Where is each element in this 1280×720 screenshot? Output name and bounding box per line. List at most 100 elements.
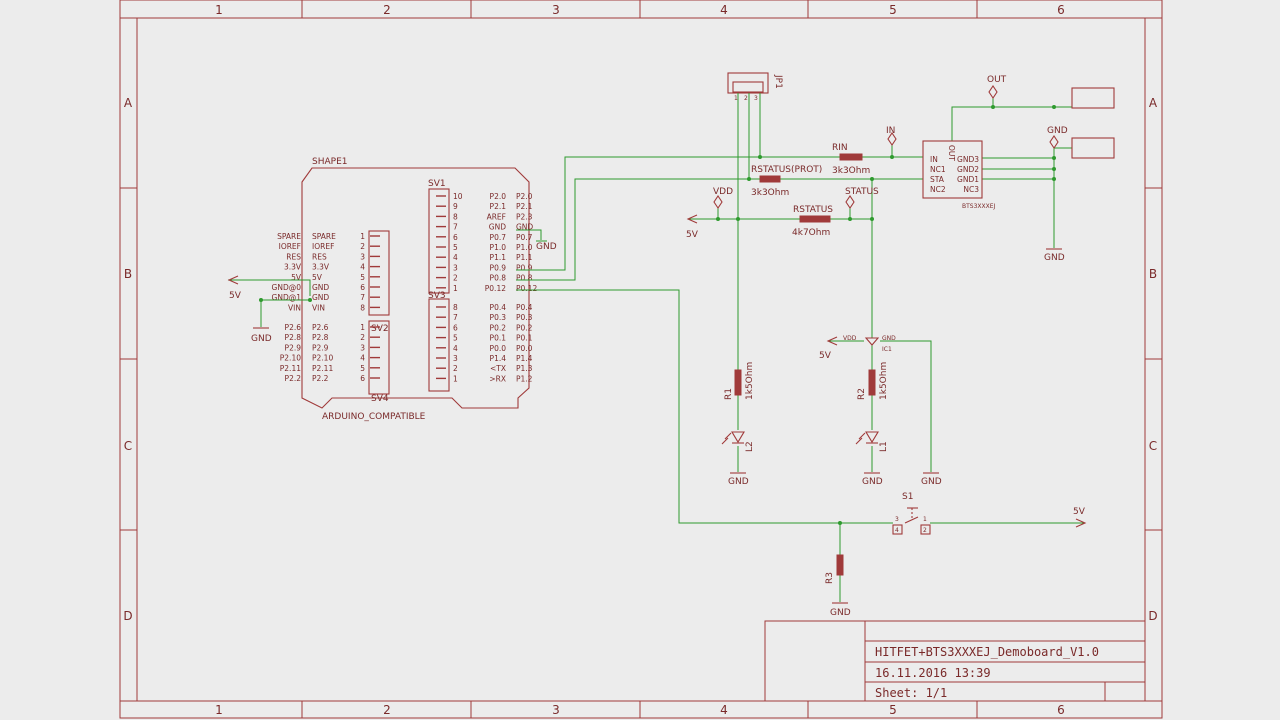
sv3-pin-number: 6 xyxy=(453,323,458,332)
sv1-outer-label: P2.3 xyxy=(516,212,533,221)
ic-pin-gnd3: GND3 xyxy=(957,155,979,164)
header-sv2[interactable]: SV2 xyxy=(368,320,390,395)
sv4-inner-label: 5V xyxy=(312,273,323,282)
sv3-inner-label: P0.4 xyxy=(490,303,507,312)
sv3-pin-rows: P0.4P0.48P0.3P0.37P0.2P0.26P0.1P0.15P0.0… xyxy=(436,303,533,383)
net-gnd-top-label: GND xyxy=(1047,126,1068,136)
ic-pin-in: IN xyxy=(930,155,938,164)
frame-col-4-top: 4 xyxy=(720,3,728,17)
sv4-name: SV4 xyxy=(371,394,389,404)
net-gnd-left[interactable]: GND xyxy=(251,327,272,344)
net-5v-mid[interactable]: 5V xyxy=(686,214,699,240)
sv1-inner-label: P0.8 xyxy=(490,274,507,283)
jp1-pin-2: 2 xyxy=(744,95,748,102)
sv3-pin-number: 1 xyxy=(453,374,458,383)
sv4-inner-label: GND xyxy=(312,293,329,302)
connector-gnd[interactable] xyxy=(1071,137,1115,159)
resistor-rin[interactable]: RIN 3k3Ohm xyxy=(832,143,870,176)
jp1-pin-3: 3 xyxy=(754,95,758,102)
sv1-pin-number: 2 xyxy=(453,274,458,283)
frame-col-2-bottom: 2 xyxy=(383,703,391,717)
connector-out[interactable] xyxy=(1071,87,1115,109)
r2-name: R2 xyxy=(857,388,867,400)
sv1-inner-label: P0.9 xyxy=(490,263,507,272)
sv3-inner-label: P0.3 xyxy=(490,313,507,322)
resistor-rstatus[interactable]: RSTATUS 4k7Ohm xyxy=(792,205,833,238)
sv2-outer-label: P2.8 xyxy=(285,333,302,342)
resistor-r3[interactable]: R3 xyxy=(825,554,844,584)
sv2-inner-label: P2.10 xyxy=(312,354,333,363)
header-sv1[interactable]: SV1 xyxy=(428,179,450,294)
net-gnd-r1[interactable]: GND xyxy=(728,472,749,487)
ic-pin-sta: STA xyxy=(930,175,945,184)
frame-col-1-top: 1 xyxy=(215,3,223,17)
sv2-pin-number: 1 xyxy=(360,323,365,332)
sv1-outer-label: P0.8 xyxy=(516,274,533,283)
sv4-pin-number: 5 xyxy=(360,273,365,282)
net-gnd-right[interactable]: GND xyxy=(1044,248,1065,263)
ic-name: BTS3XXXEJ xyxy=(962,203,996,210)
r3-name: R3 xyxy=(825,572,835,584)
drawing-frame: 1 2 3 4 5 6 1 2 3 4 5 6 A B C D A B C D xyxy=(119,0,1163,719)
frame-col-4-bottom: 4 xyxy=(720,703,728,717)
r1-name: R1 xyxy=(724,388,734,400)
sv4-pin-number: 1 xyxy=(360,232,365,241)
sv4-pin-number: 6 xyxy=(360,283,365,292)
sv4-outer-label: RES xyxy=(286,252,301,261)
net-gnd-ic1[interactable]: GND xyxy=(921,472,942,487)
ic1-sensor[interactable]: VDD GND IC1 xyxy=(843,335,896,353)
net-status[interactable]: STATUS xyxy=(845,187,879,209)
rstatus-prot-name: RSTATUS(PROT) xyxy=(751,165,822,175)
sv1-outer-label: P2.1 xyxy=(516,202,533,211)
frame-row-d-right: D xyxy=(1148,609,1157,623)
arduino-shape[interactable]: SHAPE1 ARDUINO_COMPATIBLE xyxy=(301,157,530,422)
arduino-shape-name: SHAPE1 xyxy=(312,157,347,167)
jumper-jp1[interactable]: JP1 1 2 3 xyxy=(727,72,783,102)
sv3-pin-number: 2 xyxy=(453,364,458,373)
sv1-pin-number: 5 xyxy=(453,243,458,252)
resistor-r1[interactable]: R1 1k5Ohm xyxy=(724,362,755,400)
switch-s1[interactable]: S1 3 1 4 2 xyxy=(892,492,931,535)
net-in-label: IN xyxy=(886,126,895,136)
net-in[interactable]: IN xyxy=(886,126,897,146)
net-5v-switch[interactable]: 5V xyxy=(1073,507,1087,528)
header-sv3[interactable]: SV3 xyxy=(428,291,450,392)
net-5v-left[interactable]: 5V xyxy=(227,275,242,301)
sv2-inner-label: P2.9 xyxy=(312,343,329,352)
sv1-pin-number: 8 xyxy=(453,212,458,221)
sv2-pin-number: 5 xyxy=(360,364,365,373)
sv1-pin-number: 6 xyxy=(453,233,458,242)
resistor-r2[interactable]: R2 1k5Ohm xyxy=(857,362,889,400)
net-gnd-top[interactable]: GND xyxy=(1047,126,1068,149)
sv3-outer-label: P0.4 xyxy=(516,303,533,312)
led-l1-name: L1 xyxy=(879,441,889,452)
header-sv4[interactable]: SV4 xyxy=(368,230,390,404)
sv1-inner-label: AREF xyxy=(487,212,506,221)
led-l1[interactable]: L1 xyxy=(855,431,889,452)
net-gnd-r2[interactable]: GND xyxy=(862,472,883,487)
sv3-outer-label: P0.3 xyxy=(516,313,533,322)
sv3-pin-number: 5 xyxy=(453,334,458,343)
r2-value: 1k5Ohm xyxy=(879,362,889,400)
net-5v-left-label: 5V xyxy=(229,291,242,301)
sv3-outer-label: P0.1 xyxy=(516,334,533,343)
net-gnd-r3[interactable]: GND xyxy=(830,602,851,618)
s1-pin-1: 1 xyxy=(923,516,927,523)
sv2-pin-number: 2 xyxy=(360,333,365,342)
frame-row-a-left: A xyxy=(124,96,133,110)
net-5v-ic1[interactable]: 5V xyxy=(819,336,838,361)
sv3-name: SV3 xyxy=(428,291,446,301)
frame-row-c-left: C xyxy=(124,439,132,453)
sv4-inner-label: 3.3V xyxy=(312,263,330,272)
sv3-outer-label: P1.2 xyxy=(516,374,533,383)
led-l2[interactable]: L2 xyxy=(721,431,755,452)
ic-bts3xxxej[interactable]: IN NC1 STA NC2 GND3 GND2 GND1 NC3 OUT BT… xyxy=(922,140,996,210)
ic-pin-nc1: NC1 xyxy=(930,165,946,174)
resistor-rstatus-prot[interactable]: RSTATUS(PROT) 3k3Ohm xyxy=(751,165,822,198)
r1-value: 1k5Ohm xyxy=(745,362,755,400)
frame-col-6-bottom: 6 xyxy=(1057,703,1065,717)
net-out[interactable]: OUT xyxy=(987,75,1007,99)
net-vdd[interactable]: VDD xyxy=(713,187,733,209)
